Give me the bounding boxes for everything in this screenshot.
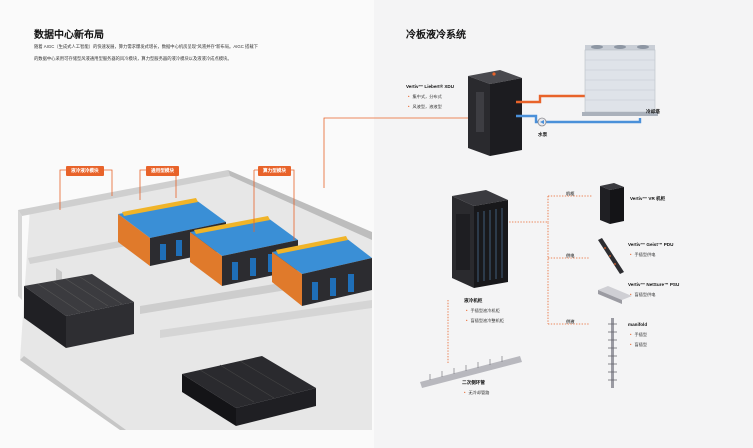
xdu-item-2: 风液型，液液型 xyxy=(408,104,441,110)
vr-name: Vertiv™ VR 机柜 xyxy=(630,196,666,201)
pod-2-frame xyxy=(194,216,270,234)
pdu-strip xyxy=(598,238,624,274)
psu-unit xyxy=(598,286,632,304)
secondary-loop-pipe xyxy=(420,356,522,388)
pod-3-side xyxy=(272,252,302,306)
xdu-cabinet xyxy=(468,70,522,156)
pump-label: 水泵 xyxy=(538,132,548,137)
pod-1-side xyxy=(118,214,150,266)
intro-line-2: 的数据中心采用可存储型风液通用型服务器的风冷模块，算力型服务器的液冷模块以及液液… xyxy=(34,56,232,61)
partition-4 xyxy=(160,300,372,338)
xdu-item-1: 集中式，分布式 xyxy=(408,94,441,100)
branch-label-cooling: 供液 xyxy=(566,319,575,324)
branch-label-cabinet: 机柜 xyxy=(566,191,575,196)
pod-2-side xyxy=(190,232,222,286)
manifold-name: manifold xyxy=(628,322,648,327)
pdu-item-1: 手插型供电 xyxy=(630,252,655,258)
xdu-link xyxy=(323,117,470,188)
cdu-name: 二次侧环管 xyxy=(462,380,485,385)
rack-item-1: 手插型液冷机柜 xyxy=(466,308,499,314)
pod-3-front xyxy=(302,258,372,306)
liquid-rack xyxy=(452,190,508,288)
front-edge xyxy=(20,356,126,430)
rack-name: 液冷机柜 xyxy=(464,298,483,303)
data-center-floor xyxy=(18,169,372,430)
xdu-name: Vertiv™ Liebert® XDU xyxy=(406,84,455,89)
tag-liquid-module: 液冷液冷模块 xyxy=(66,166,104,176)
liquid-units xyxy=(182,356,316,426)
branch-label-power: 供电 xyxy=(566,253,575,258)
psu-name: Vertiv™ NetSure™ PSU xyxy=(628,282,680,287)
left-wall-edge xyxy=(18,210,22,300)
right-panel-bg xyxy=(374,0,753,448)
manifold-item-2: 盲插型 xyxy=(630,342,647,348)
right-title: 冷板液冷系统 xyxy=(406,30,466,41)
pipe-hot xyxy=(516,94,590,104)
pdu-name: Vertiv™ Geist™ PDU xyxy=(628,242,674,247)
tag-general-module: 通用型模块 xyxy=(146,166,179,176)
left-title: 数据中心新布局 xyxy=(34,30,104,41)
right-wall-top xyxy=(228,170,372,240)
psu-item-1: 盲插型供电 xyxy=(630,292,655,298)
back-wall-top xyxy=(18,170,230,216)
manifold-pipe xyxy=(608,318,617,388)
cooling-tower-icon xyxy=(582,45,658,116)
pod-3 xyxy=(272,236,372,306)
tag-compute-module: 算力型模块 xyxy=(258,166,291,176)
vr-cabinet xyxy=(600,183,624,224)
air-cooled-racks xyxy=(24,274,134,348)
pod-3-top xyxy=(272,238,372,274)
cooling-tower-label: 冷却塔 xyxy=(646,109,660,114)
pod-1-frame xyxy=(122,198,198,216)
manifold-item-1: 手插型 xyxy=(630,332,647,338)
cdu-item-1: 无冷却管路 xyxy=(464,390,489,396)
intro-line-1: 随着 AIGC（生成式人工智能）的快速发展，算力需求爆发式增长，数据中心机房呈现… xyxy=(34,44,258,49)
rack-item-2: 盲插型液冷整机柜 xyxy=(466,318,504,324)
pipe-cold xyxy=(516,114,642,124)
pod-3-frame xyxy=(276,236,348,254)
